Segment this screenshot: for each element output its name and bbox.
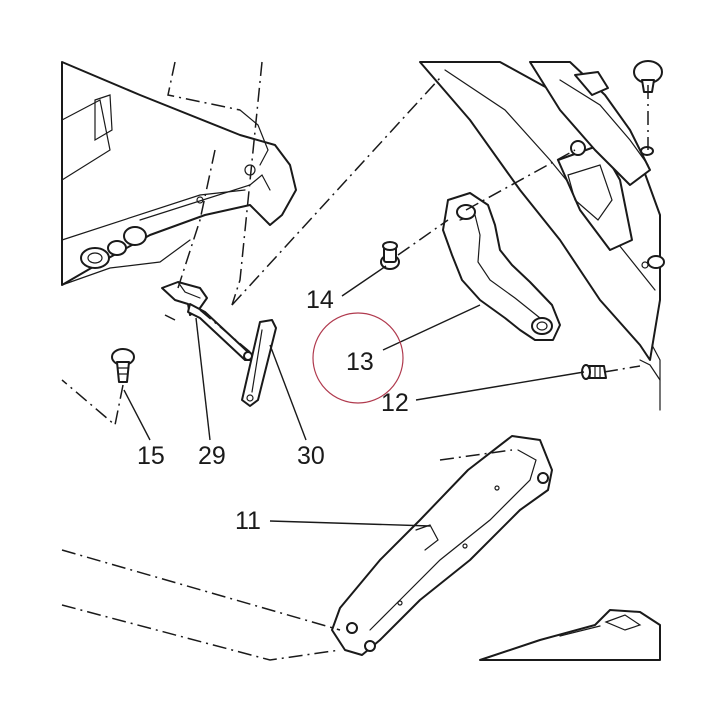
part-15-screw: [111, 348, 135, 383]
callout-30: 30: [297, 442, 325, 470]
part-14-screw: [380, 241, 400, 270]
knob-fastener: [633, 60, 663, 156]
leader-lines: [123, 265, 585, 527]
callout-labels: 14 13 12 15 29 30 11: [137, 286, 409, 535]
lower-frame-fragment: [479, 609, 661, 661]
callout-12: 12: [381, 389, 409, 417]
callout-14: 14: [306, 286, 334, 314]
callout-29: 29: [198, 442, 226, 470]
assembly-axis-lines: [61, 61, 649, 661]
callout-11: 11: [235, 507, 261, 535]
part-30-plate: [241, 319, 277, 407]
callout-15: 15: [137, 442, 165, 470]
right-frame-section: [419, 61, 665, 411]
left-frame-section: [61, 61, 297, 286]
part-12-bolt: [581, 364, 607, 380]
part-13-bracket: [442, 192, 561, 341]
part-11-bar: [331, 435, 553, 656]
callout-13-highlight-circle: [312, 312, 404, 404]
part-29-small-bracket: [161, 281, 253, 361]
callout-13: 13: [346, 348, 374, 376]
